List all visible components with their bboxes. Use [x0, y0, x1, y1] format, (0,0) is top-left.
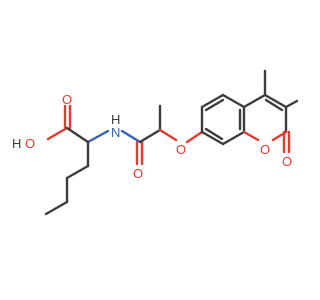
bond-carbonyl-ch — [138, 128, 162, 144]
pyran-bond-5 — [242, 130, 260, 142]
pyran-bond-1 — [242, 93, 267, 109]
atom-label-acid-carbonyl-o: O — [62, 92, 72, 107]
bond-alpha-n — [86, 129, 110, 144]
atom-label-amide-h: H — [111, 112, 120, 127]
ring-bond-3 — [221, 93, 246, 109]
atom-label-ring-o: O — [260, 142, 270, 157]
pyran-bond-2 — [263, 93, 288, 109]
bond-n-carbonyl — [120, 129, 142, 144]
atom-label-ether-o: O — [176, 142, 186, 157]
atom-label-hydroxyl-h: H — [12, 136, 21, 151]
structure-diagram: H O O H N O O O O — [12, 69, 299, 216]
atom-label-amide-o: O — [133, 166, 143, 181]
ring-bond-2-inner — [204, 98, 225, 112]
atom-label-amide-n: N — [111, 125, 120, 140]
pyran-bond-2-inner — [264, 98, 284, 112]
ring-bond-6 — [200, 130, 225, 146]
bond-c-oh — [46, 126, 69, 141]
atom-label-lactone-o: O — [282, 154, 292, 169]
atom-label-hydroxyl-o: O — [25, 136, 35, 151]
ring-bond-2 — [200, 93, 225, 109]
ring-bond-5 — [221, 130, 246, 146]
ring-bond-6-inner — [204, 127, 224, 141]
bond-ether-ring — [185, 130, 204, 144]
bond-chain-2 — [65, 164, 90, 180]
bond-ch-ether — [158, 128, 178, 142]
bond-carboxyl-alpha — [65, 126, 90, 144]
bond-chain-4 — [44, 200, 69, 216]
methyl-bond-3 — [284, 99, 299, 109]
